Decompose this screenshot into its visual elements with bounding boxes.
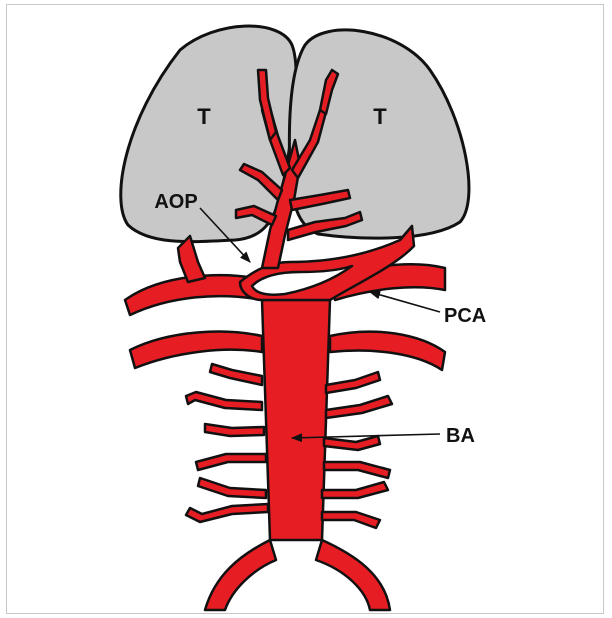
pontine-branch-right-4 — [324, 462, 390, 478]
ba-label: BA — [446, 425, 475, 447]
pontine-branch-left-2 — [186, 392, 262, 410]
pca-arrow — [370, 292, 440, 312]
pontine-branch-right-1 — [326, 372, 380, 393]
vertebral-left — [205, 540, 276, 610]
pontine-branch-right-5 — [322, 482, 388, 498]
pontine-branch-right-2 — [326, 396, 392, 418]
basilar-trunk — [262, 300, 330, 540]
vertebral-right — [316, 540, 390, 610]
thalamus-left-label: T — [197, 104, 211, 129]
pontine-branch-left-6 — [186, 504, 268, 522]
pontine-branch-left-4 — [196, 454, 266, 470]
sca-left — [130, 332, 262, 368]
pontine-branch-left-3 — [205, 424, 264, 436]
pontine-branch-left-5 — [198, 478, 266, 498]
pca-label: PCA — [444, 305, 486, 327]
sca-right — [330, 332, 445, 370]
thalamus-right-label: T — [373, 104, 387, 129]
pontine-branch-left-1 — [210, 364, 262, 385]
pontine-branch-right-3 — [324, 436, 380, 450]
aop-label: AOP — [154, 191, 197, 213]
pontine-branch-right-6 — [322, 512, 380, 528]
